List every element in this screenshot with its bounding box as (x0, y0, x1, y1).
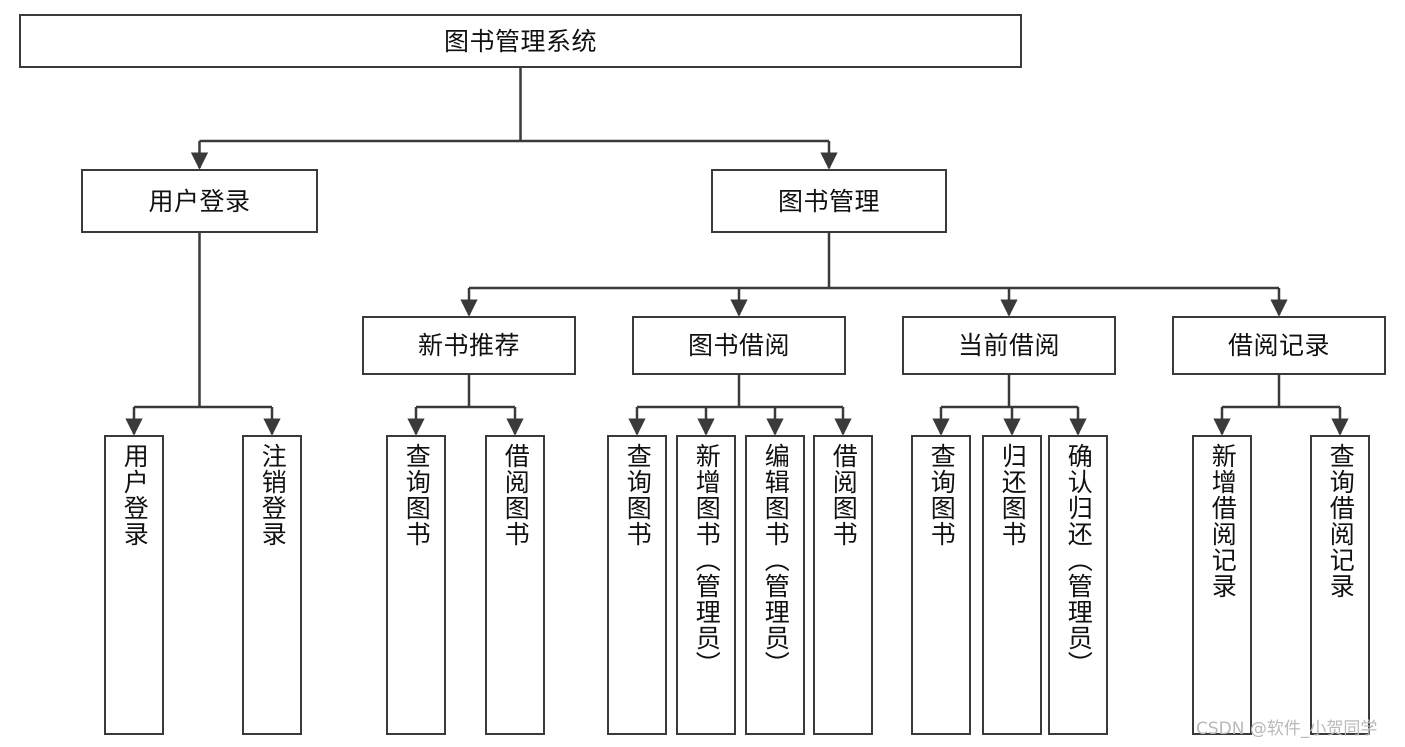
node-root[interactable]: 图书管理系统 (19, 14, 1022, 68)
node-borrow-record-label: 借阅记录 (1227, 331, 1330, 360)
node-leaf-borrow-book-rec-label: 借阅图书 (501, 443, 531, 547)
node-leaf-edit-book-admin-label: 编辑图书（管理员） (761, 443, 791, 677)
node-leaf-logout-label: 注销登录 (258, 443, 288, 547)
node-leaf-query-book-rec[interactable]: 查询图书 (386, 435, 446, 735)
node-leaf-borrow-book-rec[interactable]: 借阅图书 (485, 435, 545, 735)
node-user-login[interactable]: 用户登录 (81, 169, 318, 233)
node-leaf-add-borrow-record-label: 新增借阅记录 (1208, 443, 1238, 599)
node-book-management-label: 图书管理 (777, 186, 880, 216)
node-leaf-confirm-return-admin-label: 确认归还（管理员） (1064, 443, 1094, 677)
node-leaf-borrow-book[interactable]: 借阅图书 (813, 435, 873, 735)
node-leaf-add-borrow-record[interactable]: 新增借阅记录 (1192, 435, 1252, 735)
node-leaf-query-borrow-record-label: 查询借阅记录 (1326, 443, 1356, 599)
node-leaf-confirm-return-admin[interactable]: 确认归还（管理员） (1048, 435, 1108, 735)
node-new-book-recommend[interactable]: 新书推荐 (362, 316, 576, 375)
node-leaf-add-book-admin-label: 新增图书（管理员） (692, 443, 722, 677)
node-leaf-user-login[interactable]: 用户登录 (104, 435, 164, 735)
node-book-borrow-label: 图书借阅 (687, 331, 790, 360)
node-leaf-query-book-borrow[interactable]: 查询图书 (607, 435, 667, 735)
node-leaf-query-book-current[interactable]: 查询图书 (911, 435, 971, 735)
node-leaf-edit-book-admin[interactable]: 编辑图书（管理员） (745, 435, 805, 735)
csdn-watermark: CSDN @软件_小贺同学 (1196, 719, 1378, 739)
node-user-login-label: 用户登录 (148, 186, 251, 216)
node-leaf-query-borrow-record[interactable]: 查询借阅记录 (1310, 435, 1370, 735)
node-book-management[interactable]: 图书管理 (711, 169, 947, 233)
node-leaf-return-book-label: 归还图书 (998, 443, 1028, 547)
node-leaf-query-book-borrow-label: 查询图书 (623, 443, 653, 547)
node-leaf-add-book-admin[interactable]: 新增图书（管理员） (676, 435, 736, 735)
node-root-label: 图书管理系统 (443, 26, 597, 56)
node-book-borrow[interactable]: 图书借阅 (632, 316, 846, 375)
node-leaf-borrow-book-label: 借阅图书 (829, 443, 859, 547)
node-leaf-query-book-rec-label: 查询图书 (402, 443, 432, 547)
node-leaf-query-book-current-label: 查询图书 (927, 443, 957, 547)
node-borrow-record[interactable]: 借阅记录 (1172, 316, 1386, 375)
node-new-book-recommend-label: 新书推荐 (417, 331, 520, 360)
node-leaf-user-login-label: 用户登录 (120, 443, 150, 547)
node-leaf-logout[interactable]: 注销登录 (242, 435, 302, 735)
node-current-borrow[interactable]: 当前借阅 (902, 316, 1116, 375)
node-current-borrow-label: 当前借阅 (957, 331, 1060, 360)
node-leaf-return-book[interactable]: 归还图书 (982, 435, 1042, 735)
